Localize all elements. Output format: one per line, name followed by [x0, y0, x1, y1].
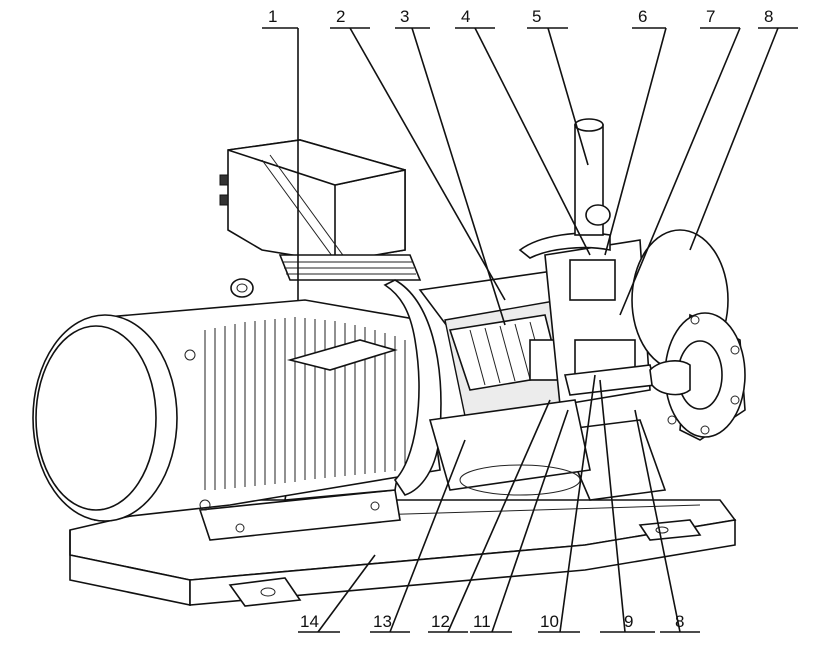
callout-13: 13 — [373, 612, 392, 631]
callout-11: 11 — [473, 612, 491, 631]
callouts-bottom: 14 13 12 11 10 9 8 — [300, 612, 684, 631]
callouts-top: 1 2 3 4 5 6 7 8 — [268, 7, 773, 26]
base-plate — [69, 499, 737, 607]
callout-2: 2 — [336, 7, 345, 26]
motor-cooling-fins — [204, 317, 406, 490]
suction-flange — [631, 229, 746, 441]
leader-lines-top — [262, 27, 798, 326]
pump-support — [428, 399, 667, 501]
callout-4: 4 — [461, 7, 470, 26]
callout-3: 3 — [400, 7, 409, 26]
leader-lines-bottom — [298, 374, 700, 633]
callout-1: 1 — [268, 7, 277, 26]
callout-14: 14 — [300, 612, 319, 631]
callout-12: 12 — [431, 612, 450, 631]
callout-5: 5 — [532, 7, 541, 26]
callout-8-top: 8 — [764, 7, 773, 26]
callout-8-bottom: 8 — [675, 612, 684, 631]
discharge-nozzle — [574, 118, 611, 236]
pump-casing — [518, 232, 656, 406]
terminal-box — [219, 139, 422, 281]
callout-7: 7 — [706, 7, 715, 26]
callout-10: 10 — [540, 612, 559, 631]
callout-9: 9 — [624, 612, 633, 631]
motor — [32, 278, 441, 522]
callout-6: 6 — [638, 7, 647, 26]
